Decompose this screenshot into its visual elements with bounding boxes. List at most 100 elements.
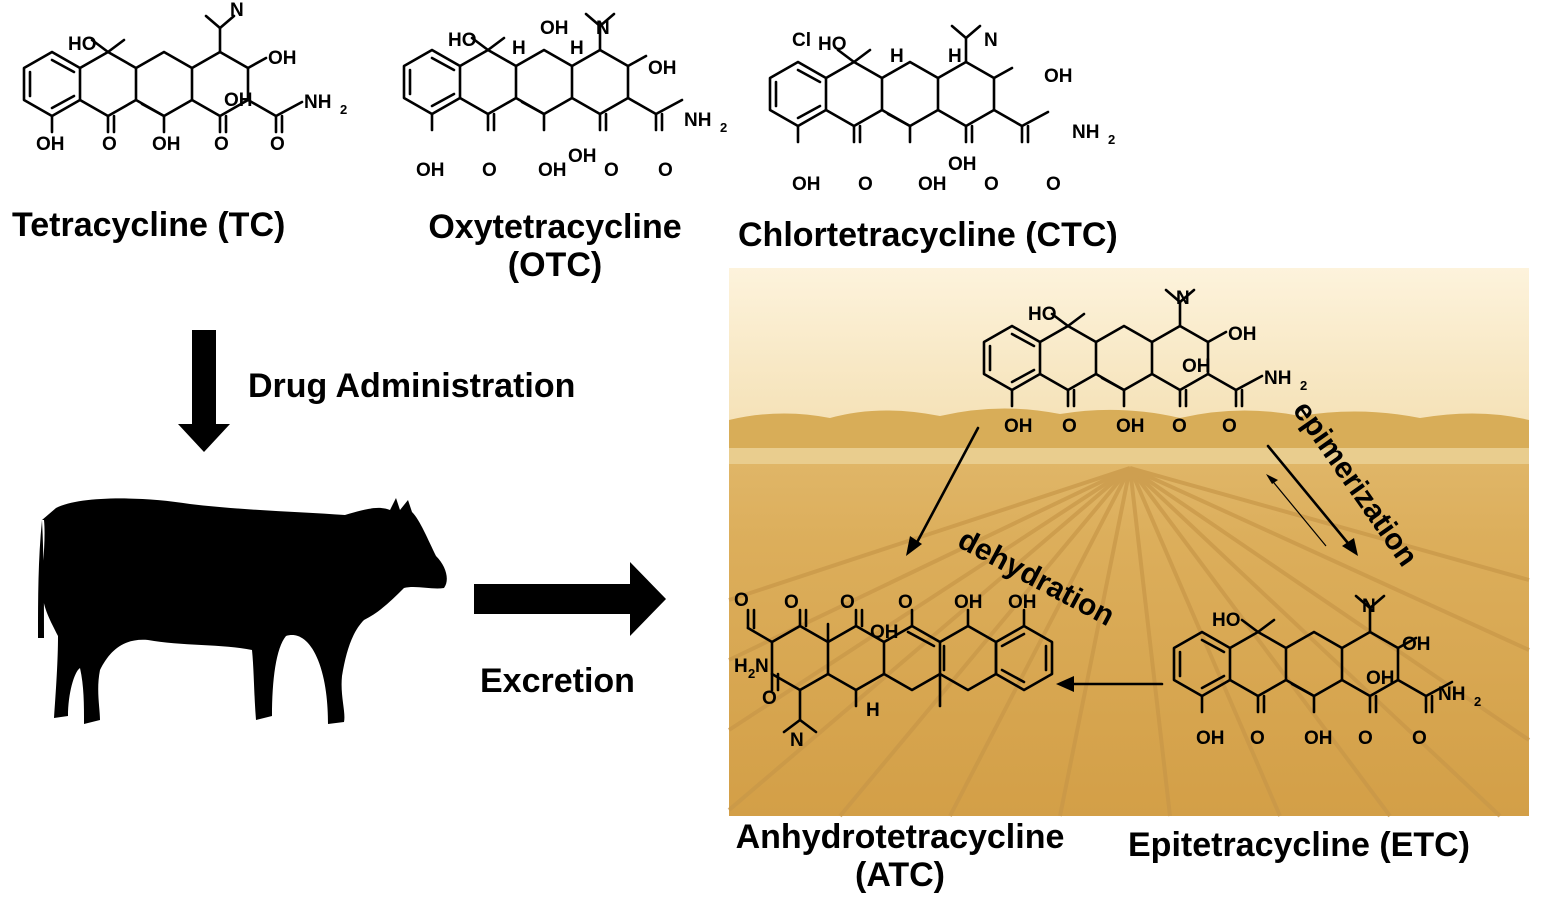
- svg-text:O: O: [840, 592, 855, 613]
- svg-text:HO: HO: [68, 34, 97, 55]
- svg-text:O: O: [898, 592, 913, 613]
- svg-text:O: O: [102, 134, 117, 155]
- svg-text:OH: OH: [36, 134, 65, 155]
- epimerization-forward-arrow: [1266, 444, 1354, 550]
- svg-text:NH: NH: [1264, 368, 1291, 389]
- drug-administration-label: Drug Administration: [248, 367, 575, 405]
- svg-text:O: O: [1062, 416, 1077, 437]
- svg-text:O: O: [270, 134, 285, 155]
- svg-text:OH: OH: [1004, 416, 1033, 437]
- cow-silhouette-icon: [38, 498, 447, 724]
- svg-text:O: O: [762, 688, 777, 709]
- svg-text:OH: OH: [224, 90, 253, 111]
- svg-text:O: O: [1172, 416, 1187, 437]
- svg-text:OH: OH: [152, 134, 181, 155]
- svg-text:O: O: [1250, 728, 1265, 749]
- anhydrotetracycline-label-line2: (ATC): [855, 856, 945, 894]
- svg-text:2: 2: [1300, 378, 1307, 393]
- svg-text:O: O: [214, 134, 229, 155]
- svg-text:HO: HO: [448, 30, 477, 51]
- wheat-field-background: [727, 268, 1531, 818]
- svg-text:OH: OH: [1044, 66, 1073, 87]
- svg-text:O: O: [482, 160, 497, 181]
- treeline: [729, 408, 1529, 452]
- tetracycline-structure-field: HO N OH OH NH 2 OH O OH O O: [982, 288, 1307, 437]
- dehydration-arrowhead-1: [906, 536, 922, 556]
- dehydration-arrowhead-2: [1056, 676, 1074, 692]
- chlortetracycline-label: Chlortetracycline (CTC): [738, 216, 1118, 254]
- svg-text:OH: OH: [268, 48, 297, 69]
- svg-text:OH: OH: [1304, 728, 1333, 749]
- svg-text:O: O: [984, 174, 999, 195]
- svg-text:O: O: [1222, 416, 1237, 437]
- svg-text:N: N: [755, 656, 769, 677]
- epimerization-reverse-arrowhead: [1266, 474, 1278, 484]
- svg-text:OH: OH: [1366, 668, 1395, 689]
- svg-text:2: 2: [340, 102, 347, 117]
- svg-text:OH: OH: [648, 58, 677, 79]
- svg-text:O: O: [1412, 728, 1427, 749]
- oxytetracycline-structure: HO H OH H N OH NH 2 OH O OH OH O O: [402, 12, 727, 181]
- svg-text:H: H: [866, 700, 880, 721]
- epitetracycline-structure: HO N OH OH NH 2 OH O OH O O: [1172, 594, 1481, 749]
- svg-text:O: O: [734, 590, 749, 611]
- epitetracycline-label: Epitetracycline (ETC): [1128, 826, 1470, 864]
- svg-text:OH: OH: [416, 160, 445, 181]
- svg-text:N: N: [790, 730, 804, 751]
- svg-text:N: N: [984, 30, 998, 51]
- svg-text:HO: HO: [1212, 610, 1241, 631]
- svg-text:O: O: [784, 592, 799, 613]
- anhydrotetracycline-label-line1: Anhydrotetracycline: [735, 818, 1065, 856]
- svg-text:Cl: Cl: [792, 30, 811, 51]
- svg-text:N: N: [1362, 596, 1376, 617]
- tetracycline-structure: HO N OH OH NH 2 OH O OH O O: [22, 0, 347, 155]
- svg-text:N: N: [230, 0, 244, 21]
- svg-text:NH: NH: [304, 92, 331, 113]
- oxytetracycline-label-line2: (OTC): [507, 246, 603, 284]
- svg-text:OH: OH: [538, 160, 567, 181]
- svg-text:O: O: [1046, 174, 1061, 195]
- svg-text:OH: OH: [1228, 324, 1257, 345]
- svg-text:H: H: [512, 38, 526, 59]
- svg-text:H: H: [890, 46, 904, 67]
- svg-text:OH: OH: [954, 592, 983, 613]
- svg-text:2: 2: [748, 666, 755, 681]
- svg-text:O: O: [658, 160, 673, 181]
- svg-text:OH: OH: [948, 154, 977, 175]
- svg-text:OH: OH: [1116, 416, 1145, 437]
- svg-text:NH: NH: [684, 110, 711, 131]
- svg-text:2: 2: [1108, 132, 1115, 147]
- excretion-label: Excretion: [480, 662, 635, 700]
- epimerization-forward-arrowhead: [1342, 538, 1358, 556]
- svg-text:OH: OH: [568, 146, 597, 167]
- svg-text:OH: OH: [1196, 728, 1225, 749]
- svg-text:H: H: [948, 46, 962, 67]
- svg-text:2: 2: [720, 120, 727, 135]
- svg-text:OH: OH: [1182, 356, 1211, 377]
- svg-text:H: H: [734, 656, 748, 677]
- right-arrow-icon: [474, 562, 666, 636]
- svg-text:OH: OH: [918, 174, 947, 195]
- svg-text:OH: OH: [1402, 634, 1431, 655]
- svg-text:HO: HO: [1028, 304, 1057, 325]
- svg-text:N: N: [1176, 288, 1190, 309]
- svg-text:O: O: [858, 174, 873, 195]
- svg-text:OH: OH: [1008, 592, 1037, 613]
- svg-text:2: 2: [1474, 694, 1481, 709]
- svg-text:O: O: [1358, 728, 1373, 749]
- tetracycline-label: Tetracycline (TC): [12, 206, 286, 244]
- svg-text:OH: OH: [870, 622, 899, 643]
- oxytetracycline-label-line1: Oxytetracycline: [428, 208, 682, 246]
- svg-text:NH: NH: [1072, 122, 1099, 143]
- svg-text:OH: OH: [540, 18, 569, 39]
- svg-text:HO: HO: [818, 34, 847, 55]
- svg-text:NH: NH: [1438, 684, 1465, 705]
- dehydration-arrow-tc-to-atc: [912, 426, 980, 550]
- svg-text:O: O: [604, 160, 619, 181]
- svg-text:N: N: [596, 18, 610, 39]
- svg-text:H: H: [570, 38, 584, 59]
- down-arrow-icon: [178, 330, 230, 452]
- svg-text:OH: OH: [792, 174, 821, 195]
